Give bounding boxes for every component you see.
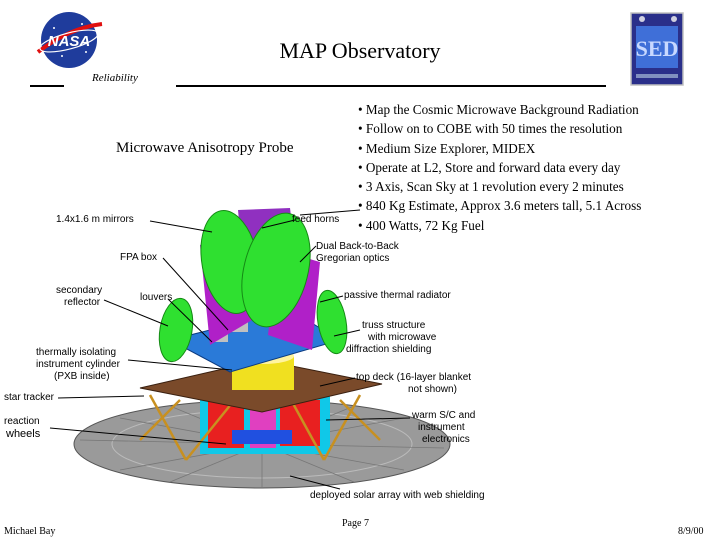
label-solar-array: deployed solar array with web shielding: [310, 490, 485, 501]
label-star-tracker: star tracker: [4, 392, 55, 403]
nasa-logo-text: NASA: [48, 33, 91, 50]
bullet-item: • Operate at L2, Store and forward data …: [358, 159, 621, 175]
label-thermally-isolating: thermally isolating: [36, 347, 117, 358]
label-not-shown: not shown): [408, 384, 457, 395]
diagram-title: Microwave Anisotropy Probe: [116, 140, 294, 156]
label-mirrors: 1.4x1.6 m mirrors: [56, 214, 134, 225]
page-title: MAP Observatory: [279, 38, 441, 63]
label-gregorian-optics: Gregorian optics: [316, 253, 390, 264]
rule-left: [30, 85, 64, 87]
bullet-list: • Map the Cosmic Microwave Background Ra…: [358, 100, 718, 235]
label-top-deck: top deck (16-layer blanket: [356, 372, 472, 383]
label-louvers: louvers: [140, 292, 173, 303]
footer-author: Michael Bay: [4, 526, 56, 537]
label-fpa-box: FPA box: [120, 252, 158, 263]
footer-date: 8/9/00: [678, 526, 704, 537]
sed-logo-text: SED: [636, 36, 679, 61]
label-reaction: reaction: [4, 416, 40, 427]
label-truss-structure: truss structure: [362, 320, 426, 331]
label-diffraction-shielding: diffraction shielding: [346, 344, 432, 355]
bullet-item: • Medium Size Explorer, MIDEX: [358, 140, 536, 156]
label-reflector: reflector: [64, 297, 101, 308]
label-dual-back-to-back: Dual Back-to-Back: [316, 241, 399, 252]
label-electronics: electronics: [422, 434, 470, 445]
label-pxb-inside: (PXB inside): [54, 371, 110, 382]
bullet-item: • 400 Watts, 72 Kg Fuel: [358, 217, 485, 233]
label-instrument-cylinder: instrument cylinder: [36, 359, 120, 370]
label-secondary: secondary: [56, 285, 103, 296]
bullet-item: • Follow on to COBE with 50 times the re…: [358, 121, 623, 137]
label-with-microwave: with microwave: [368, 332, 437, 343]
label-feed-horns: feed horns: [292, 214, 340, 225]
bullet-item: • Map the Cosmic Microwave Background Ra…: [358, 102, 639, 117]
bullet-item: • 840 Kg Estimate, Approx 3.6 meters tal…: [358, 198, 642, 214]
nasa-logo: NASA: [36, 12, 103, 68]
section-label: Reliability: [92, 72, 138, 84]
sed-logo: SED: [630, 12, 684, 86]
label-warm-sc: warm S/C and: [412, 410, 476, 421]
label-instrument: instrument: [418, 422, 465, 433]
label-wheels: wheels: [6, 428, 41, 440]
footer-page: Page 7: [342, 518, 369, 529]
rule-right: [176, 85, 606, 87]
label-passive-radiator: passive thermal radiator: [344, 290, 451, 301]
bullet-item: • 3 Axis, Scan Sky at 1 revolution every…: [358, 179, 624, 195]
